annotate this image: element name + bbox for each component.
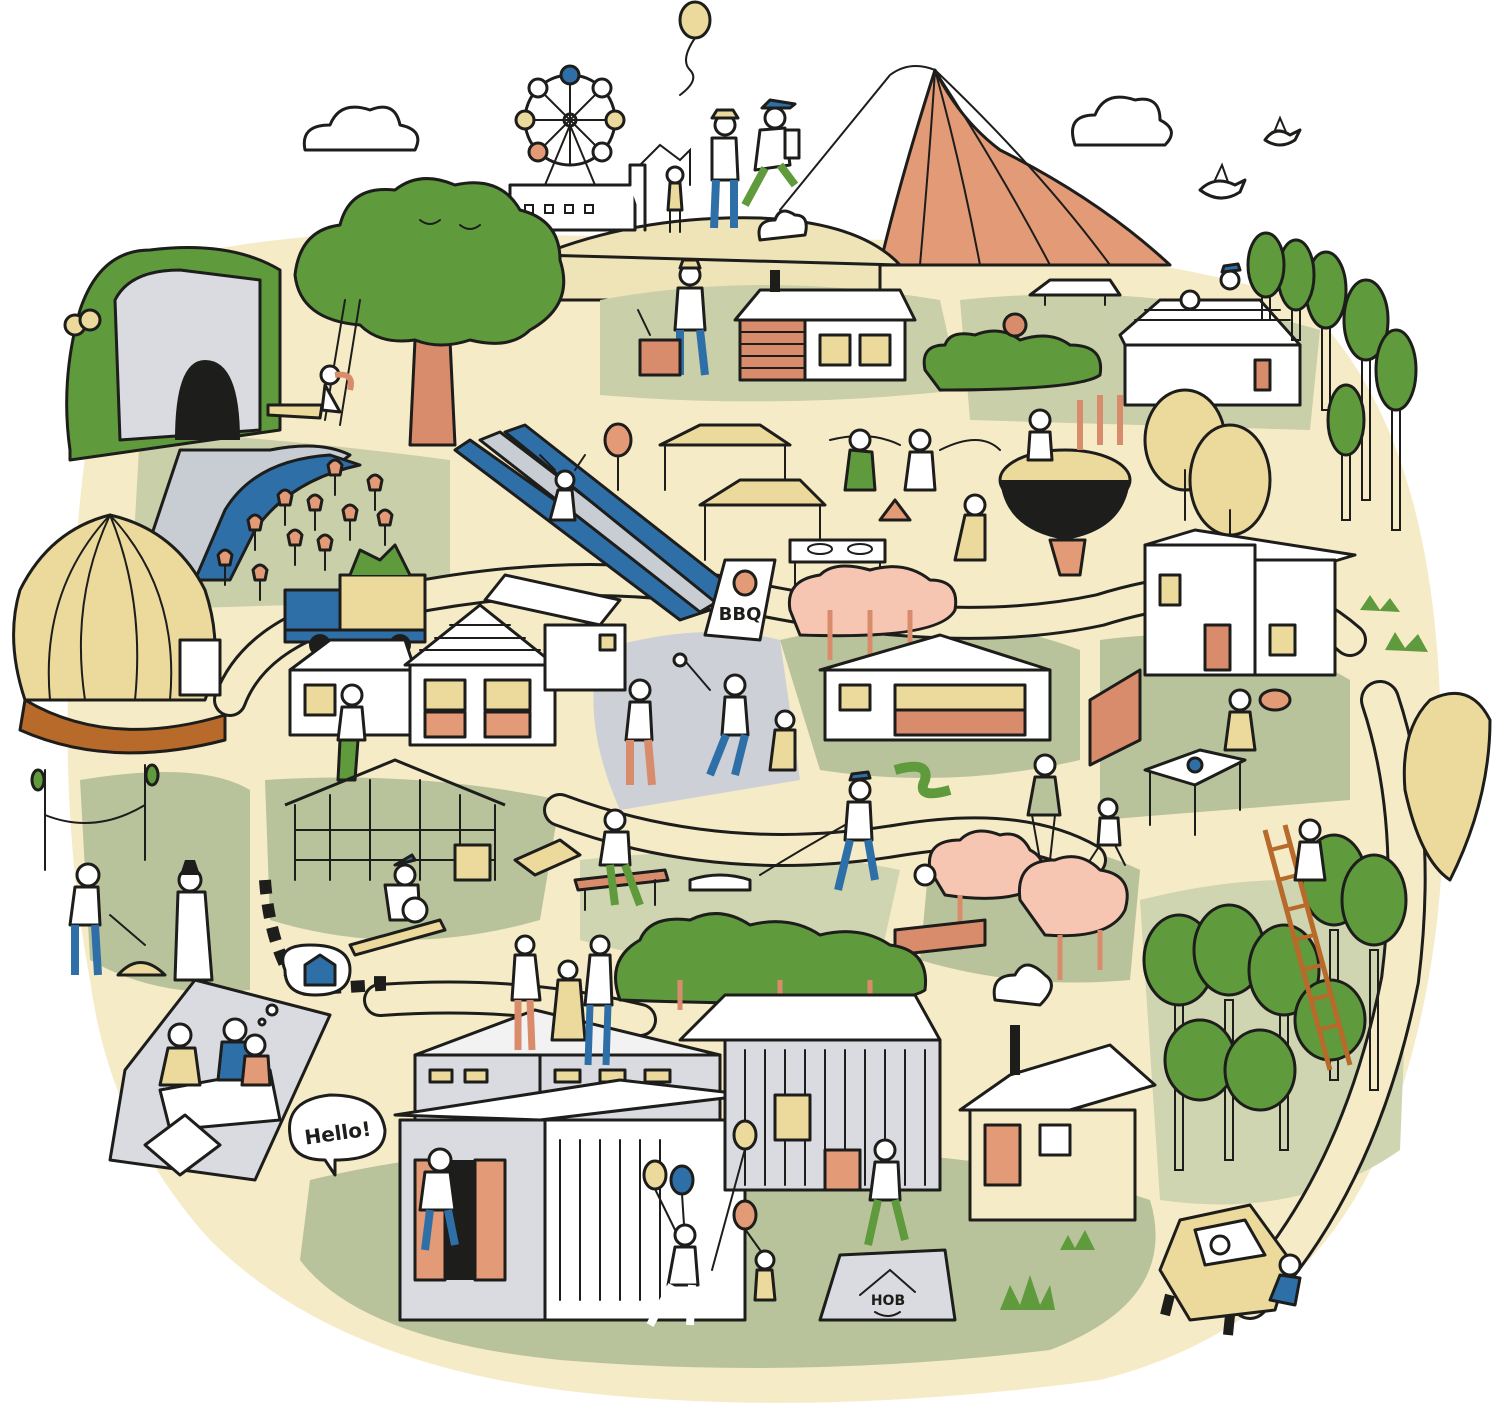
key-ceremony <box>624 652 797 786</box>
person-on-swing <box>266 364 354 420</box>
person-sawing <box>348 853 447 957</box>
bare-trees <box>1077 395 1123 450</box>
balloon-icon <box>669 1164 695 1196</box>
balloon-icon <box>678 0 712 96</box>
person-woodcutter <box>637 258 709 377</box>
tree <box>1276 238 1316 341</box>
person-hiker <box>710 108 740 229</box>
balloon-icon <box>732 1199 758 1231</box>
house-left-center <box>288 638 417 737</box>
bird-icon <box>1198 162 1247 200</box>
tree <box>1246 231 1286 321</box>
tree <box>1223 1028 1297 1112</box>
balloon-icon <box>642 1159 668 1191</box>
green-swirl <box>893 761 952 799</box>
small-shed <box>1028 278 1122 306</box>
truck-icon <box>283 543 427 656</box>
tree <box>1374 328 1418 531</box>
house-center-box <box>483 573 627 692</box>
tree <box>1340 853 1408 1091</box>
small-cottage <box>958 963 1157 1222</box>
white-house-right <box>1088 528 1357 767</box>
sapling <box>30 768 46 801</box>
log-cabin <box>733 209 917 382</box>
hay-field <box>1402 691 1492 882</box>
car-icon <box>1158 1203 1302 1336</box>
tulip <box>366 473 384 511</box>
hob-sign-text: HOB <box>871 1293 905 1309</box>
cloud-icon <box>302 105 420 152</box>
tulip <box>376 508 394 546</box>
sky-elements <box>302 0 1302 200</box>
bbq-sign-text: BBQ <box>719 604 762 625</box>
orchard <box>1142 818 1408 1171</box>
campfire-group <box>829 428 1001 562</box>
corrugated-building <box>678 993 942 1192</box>
bird-icon <box>1263 115 1302 147</box>
cherry-blossom-house <box>787 564 1052 742</box>
forest-right <box>1246 231 1418 531</box>
patio-table <box>1143 688 1292 836</box>
house-frame <box>284 758 582 882</box>
walking-family <box>1026 753 1126 869</box>
onion-house <box>12 513 227 755</box>
tulip <box>286 528 304 566</box>
hob-sign: HOB <box>818 1248 957 1322</box>
tulip <box>306 493 324 531</box>
tree <box>1304 250 1348 411</box>
planning-meeting <box>108 943 352 1182</box>
bench-scene <box>573 770 879 911</box>
tulip <box>316 533 334 571</box>
ground-breaking <box>30 763 214 982</box>
house-center-gable <box>403 603 557 747</box>
tulip-field <box>216 458 394 601</box>
tunnel <box>63 246 282 462</box>
balloon-kids <box>642 1119 777 1327</box>
balloon-icon <box>732 1119 758 1151</box>
person-hiker <box>741 98 801 207</box>
person-drinking <box>864 1138 909 1246</box>
big-tree <box>266 177 566 447</box>
slides <box>453 423 737 622</box>
person-sliding <box>539 454 586 522</box>
sapling <box>144 763 160 791</box>
tulip <box>341 503 359 541</box>
large-pot <box>998 408 1132 577</box>
tulip <box>276 488 294 526</box>
tulip <box>246 513 264 551</box>
bbq-sign: BBQ <box>703 558 777 642</box>
hedge-row <box>922 312 1103 392</box>
cherry-trees-lower <box>893 829 1129 980</box>
autumn-trees <box>1143 388 1272 561</box>
hikers <box>665 98 801 233</box>
hello-speech-bubble: Hello! <box>288 1093 387 1177</box>
barrier <box>259 879 386 997</box>
person-carpenter <box>336 683 367 782</box>
balloon-icon <box>603 422 633 491</box>
tulip <box>251 563 269 601</box>
tulip <box>216 548 234 586</box>
tree <box>1326 383 1366 521</box>
ferris-wheel-icon <box>508 64 691 232</box>
main-building <box>393 934 752 1322</box>
cloud-icon <box>1071 95 1173 147</box>
tulip <box>326 458 344 496</box>
person-child <box>665 165 685 233</box>
grill <box>788 538 887 591</box>
roof-house <box>1118 262 1302 407</box>
grass-tufts <box>1000 595 1428 1310</box>
tree <box>1342 278 1390 501</box>
